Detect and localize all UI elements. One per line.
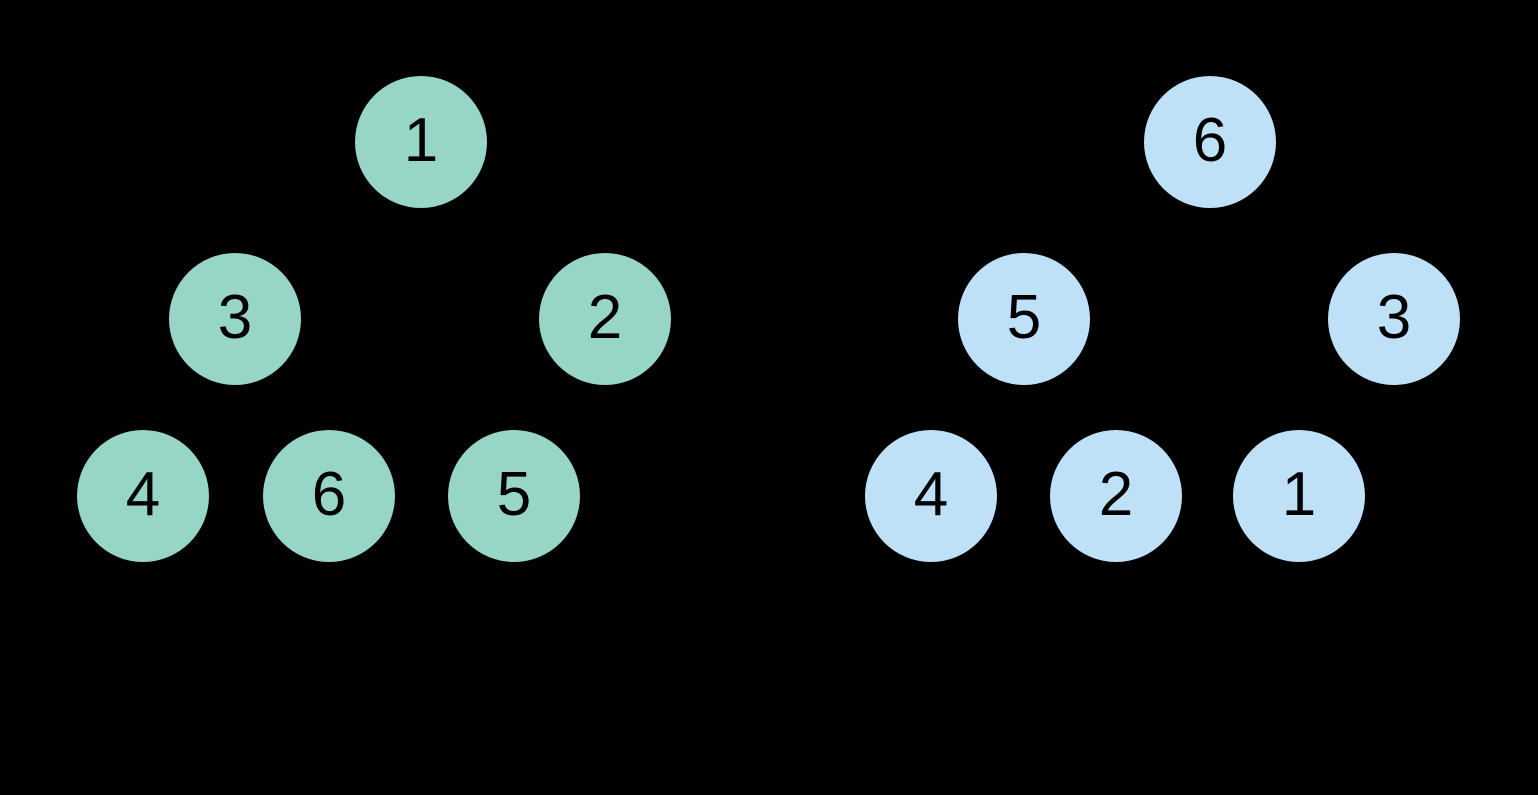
node-label: 6: [1192, 106, 1228, 175]
right-node-5[interactable]: 5: [958, 253, 1090, 385]
right-node-2[interactable]: 2: [1050, 430, 1182, 562]
right-node-1[interactable]: 1: [1233, 430, 1365, 562]
right-node-4[interactable]: 4: [865, 430, 997, 562]
right-node-6[interactable]: 6: [1144, 76, 1276, 208]
node-label: 5: [1006, 283, 1042, 352]
node-label: 1: [1281, 460, 1317, 529]
node-label: 2: [1098, 460, 1134, 529]
right-node-3[interactable]: 3: [1328, 253, 1460, 385]
node-label: 4: [913, 460, 949, 529]
node-label: 3: [1376, 283, 1412, 352]
